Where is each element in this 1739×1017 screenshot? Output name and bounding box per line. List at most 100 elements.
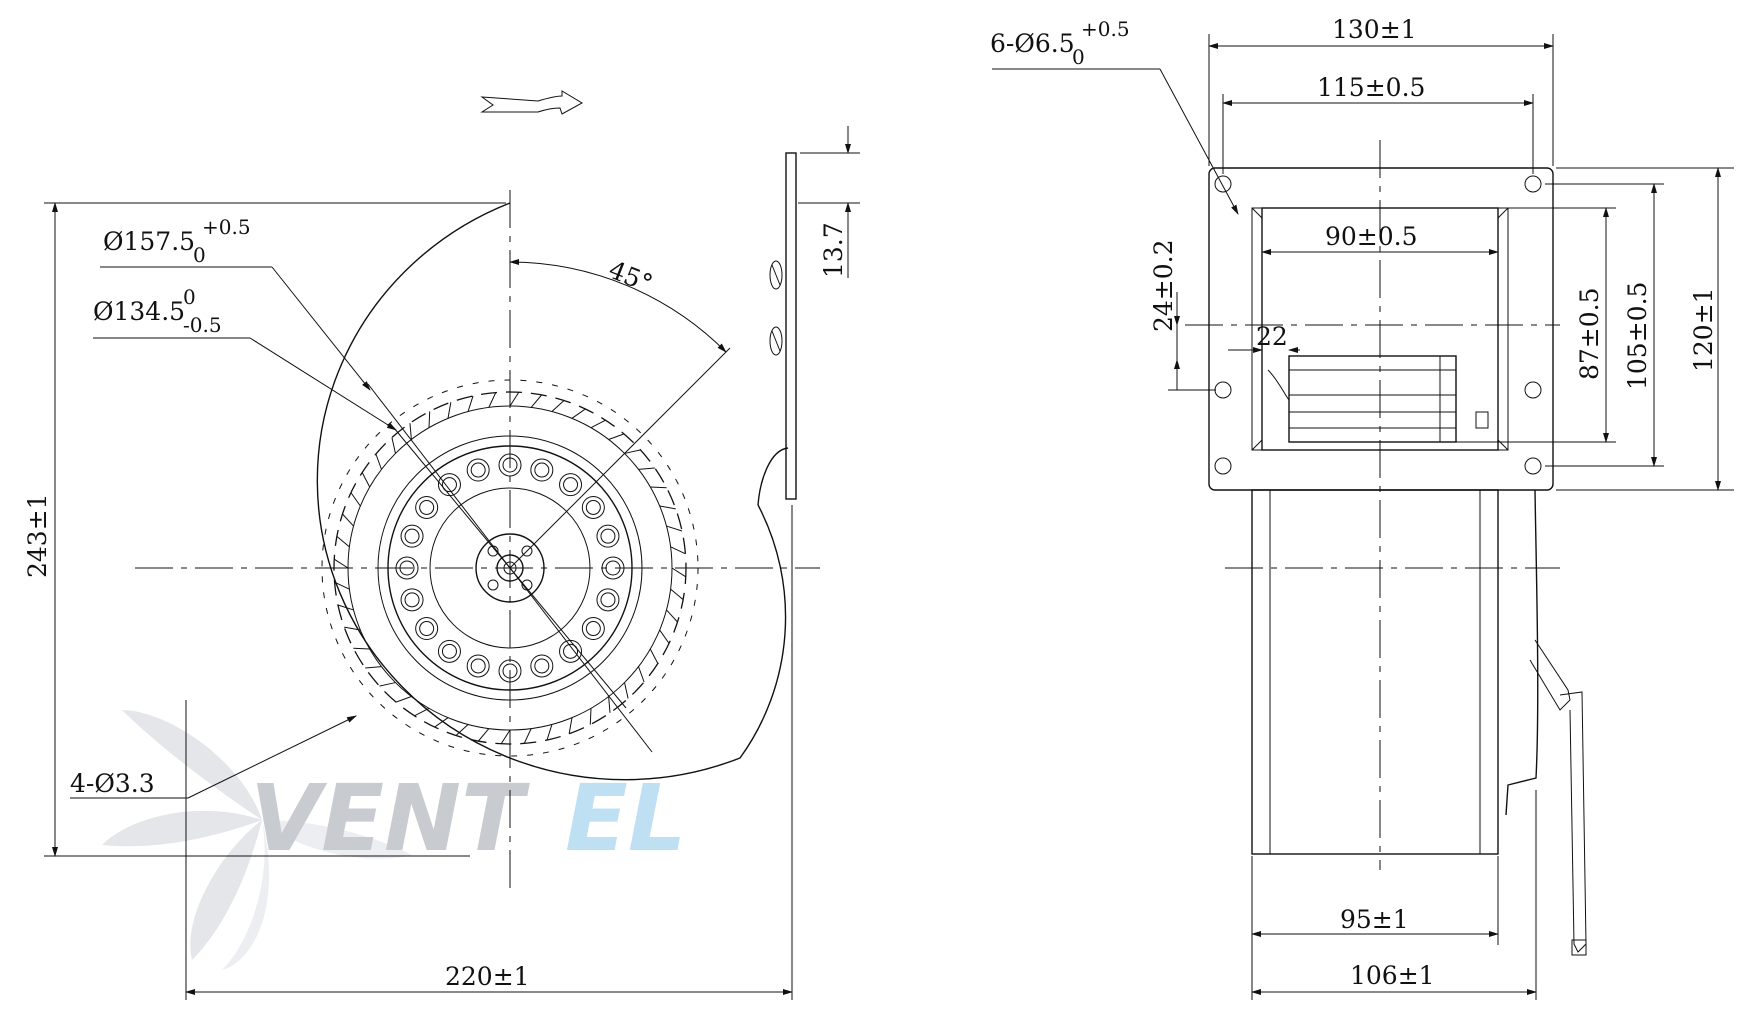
- scroll-housing: [316, 202, 787, 781]
- hub-vent-hole-rim: [400, 588, 424, 612]
- impeller-blade: [365, 666, 382, 669]
- impeller-blade: [523, 728, 532, 744]
- impeller-blade: [608, 433, 625, 440]
- outer-diameter-label: Ø157.5: [103, 227, 195, 256]
- hub-vent-hole-rim: [400, 524, 424, 548]
- housing-body: [1251, 489, 1499, 855]
- outer-diameter-tol-upper: +0.5: [202, 215, 251, 239]
- hub-vent-hole: [585, 499, 601, 515]
- impeller-blade: [500, 729, 511, 745]
- impeller-blade: [666, 609, 678, 623]
- hub-vent-hole: [563, 477, 579, 493]
- hub-vent-hole-rim: [596, 588, 620, 612]
- impeller-blade: [447, 402, 452, 419]
- bearing-hole: [487, 579, 499, 591]
- holes-label: 6-Ø6.5: [990, 29, 1075, 58]
- motor-block: [1288, 355, 1457, 443]
- impeller-blade: [344, 626, 361, 631]
- impeller-blade: [568, 717, 573, 734]
- cable-gland: [1529, 639, 1571, 711]
- hub-vent-hole: [470, 658, 486, 674]
- lead-wire: [1505, 489, 1539, 816]
- impeller-blade: [624, 449, 641, 454]
- outlet-height-label: 87±0.5: [1575, 287, 1604, 380]
- body-width-label: 95±1: [1340, 905, 1409, 934]
- impeller-blade: [551, 400, 565, 412]
- flange-height-label: 120±1: [1689, 287, 1718, 372]
- hub-vent-hole-rim: [437, 473, 461, 497]
- impeller-blade: [638, 467, 655, 470]
- hole-pitch-x-label: 115±0.5: [1317, 73, 1425, 102]
- impeller-blade: [638, 666, 645, 683]
- impeller-blade: [428, 411, 431, 428]
- impeller-blade: [414, 707, 430, 717]
- hub-vent-hole: [404, 528, 420, 544]
- hole-pitch-y-label: 105±0.5: [1623, 282, 1652, 390]
- hub-vent-hole-rim: [498, 453, 522, 477]
- housing-cutoff: [757, 447, 789, 506]
- watermark-logo: VENT EL: [102, 710, 686, 970]
- impeller-blade: [391, 437, 396, 454]
- impeller-blade: [488, 392, 497, 408]
- impeller-blade: [333, 558, 349, 569]
- inner-diameter-tol-upper: 0: [183, 285, 196, 309]
- impeller-blade: [336, 535, 350, 548]
- hub-vent-hole: [534, 658, 550, 674]
- bearing-hole: [521, 545, 533, 557]
- rotation-arrow-icon: [480, 90, 584, 115]
- holes-tol-upper: +0.5: [1081, 17, 1130, 41]
- impeller-blade: [671, 567, 687, 578]
- mount-holes-label: 4-Ø3.3: [70, 769, 155, 798]
- flange-width-label: 130±1: [1332, 15, 1417, 44]
- hub-vent-hole: [441, 643, 457, 659]
- impeller-blade: [353, 647, 370, 650]
- hub-vent-hole: [441, 477, 457, 493]
- hub-vent-hole-rim: [466, 458, 490, 482]
- hub-vent-hole-rim: [415, 495, 439, 519]
- shaft: [496, 554, 524, 582]
- hub-vent-hole-rim: [581, 495, 605, 519]
- inner-diameter-tol-lower: -0.5: [183, 313, 222, 337]
- impeller-outer-ring: [321, 379, 699, 757]
- hub-vent-hole: [585, 621, 601, 637]
- impeller-inner-ring: [377, 435, 643, 701]
- impeller-blade: [342, 513, 354, 527]
- hub-vent-hole-rim: [530, 458, 554, 482]
- hub-vent-hole-rim: [530, 654, 554, 678]
- impeller-blade: [395, 696, 412, 703]
- height-label: 243±1: [23, 493, 52, 578]
- angle-label: 45°: [605, 255, 657, 298]
- mounting-flange: [785, 152, 797, 500]
- outer-dashed-circle: [333, 391, 687, 745]
- impeller-blade: [659, 629, 670, 644]
- hub-vent-holes: [395, 453, 625, 683]
- hub-outer: [387, 445, 633, 691]
- hub-vent-hole-rim: [596, 524, 620, 548]
- hub-vent-hole: [502, 663, 518, 679]
- hub-vent-hole: [600, 592, 616, 608]
- impeller-blade: [434, 717, 449, 728]
- hub-vent-hole: [563, 643, 579, 659]
- impeller-blade: [334, 581, 350, 590]
- impeller-blade: [608, 696, 611, 713]
- holes-tol-lower: 0: [1072, 45, 1085, 69]
- impeller-blade: [455, 724, 469, 736]
- impeller-blade: [379, 682, 396, 687]
- hub-vent-hole: [605, 560, 621, 576]
- hub-vent-hole: [502, 457, 518, 473]
- hub-vent-hole-rim: [437, 639, 461, 663]
- hub-vent-hole: [600, 528, 616, 544]
- impeller-blade: [659, 505, 676, 510]
- impeller-blade: [375, 453, 382, 470]
- hub-vent-hole-rim: [415, 617, 439, 641]
- hub-vent-hole: [419, 621, 435, 637]
- impeller-blade: [670, 588, 684, 601]
- impeller-blade: [361, 472, 371, 488]
- offset-label: 24±0.2: [1149, 239, 1178, 332]
- hub-vent-hole-rim: [559, 639, 583, 663]
- width-label: 220±1: [445, 962, 530, 991]
- impeller-blade: [337, 604, 354, 611]
- hub-vent-hole: [470, 462, 486, 478]
- hub-vent-hole: [534, 462, 550, 478]
